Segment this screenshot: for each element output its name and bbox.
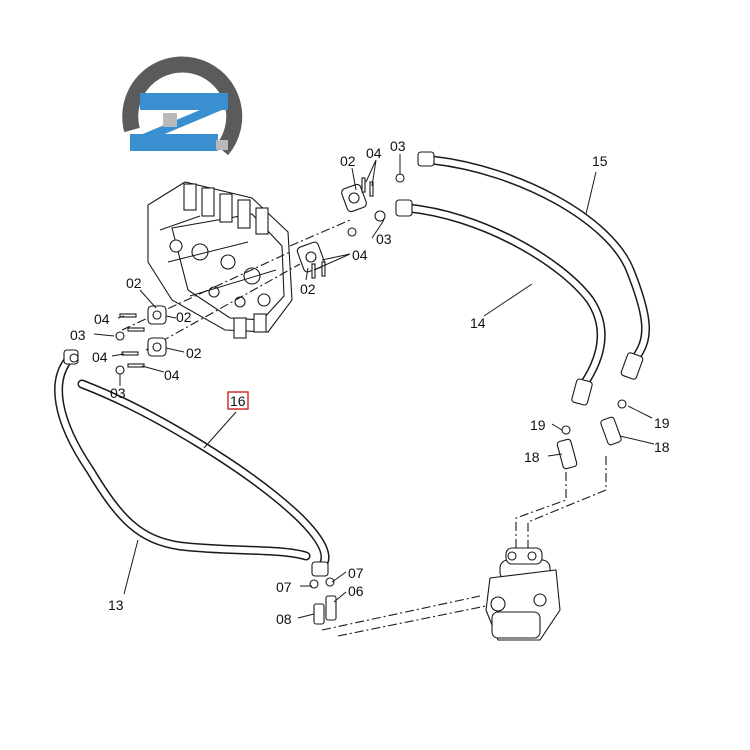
- part-labels: 02 04 03 03 04 02 02 04 02 03 04 02 03 0…: [70, 138, 670, 627]
- label-08: 08: [276, 611, 292, 627]
- label-07-left: 07: [276, 579, 292, 595]
- swivel-joint-icon: [485, 547, 561, 641]
- label-04-left-2: 04: [92, 349, 108, 365]
- hose-13: [54, 349, 311, 561]
- label-18-right: 18: [654, 439, 670, 455]
- label-03-top: 03: [390, 138, 406, 154]
- label-04-left-3: 04: [164, 367, 180, 383]
- flange-left-icon: [69, 305, 167, 375]
- logo-accent: [163, 113, 177, 127]
- logo-ring: [122, 56, 243, 156]
- hose-16: [77, 379, 330, 571]
- label-18-left: 18: [524, 449, 540, 465]
- hose-14: [395, 199, 606, 406]
- brand-logo-icon: [122, 56, 243, 156]
- logo-accent-2: [216, 140, 228, 150]
- logo-band-top: [140, 93, 228, 110]
- label-13: 13: [108, 597, 124, 613]
- bottom-fittings-icon: [309, 561, 337, 625]
- label-16: 16: [230, 393, 246, 409]
- label-03-left-2: 03: [110, 385, 126, 401]
- label-07-right: 07: [348, 565, 364, 581]
- logo-band-diag: [138, 110, 222, 136]
- flange-mid-icon: [296, 227, 357, 279]
- label-04-top: 04: [366, 145, 382, 161]
- label-02-left-3: 02: [186, 345, 202, 361]
- label-04-mid: 04: [352, 247, 368, 263]
- label-03-mid: 03: [376, 231, 392, 247]
- label-03-left: 03: [70, 327, 86, 343]
- label-19-left: 19: [530, 417, 546, 433]
- label-02-left: 02: [126, 275, 142, 291]
- leader-lines: [93, 154, 655, 619]
- label-02-left-2: 02: [176, 309, 192, 325]
- label-19-right: 19: [654, 415, 670, 431]
- highlight-box-16: [227, 391, 249, 410]
- logo-band-bottom: [130, 134, 218, 151]
- label-02-mid: 02: [300, 281, 316, 297]
- label-15: 15: [592, 153, 608, 169]
- hose-15: [417, 151, 650, 380]
- label-02-top: 02: [340, 153, 356, 169]
- label-06: 06: [348, 583, 364, 599]
- elbow-fittings-icon: [556, 399, 627, 470]
- label-14: 14: [470, 315, 486, 331]
- control-valve-icon: [147, 181, 293, 339]
- flange-top-icon: [341, 173, 405, 222]
- label-04-left: 04: [94, 311, 110, 327]
